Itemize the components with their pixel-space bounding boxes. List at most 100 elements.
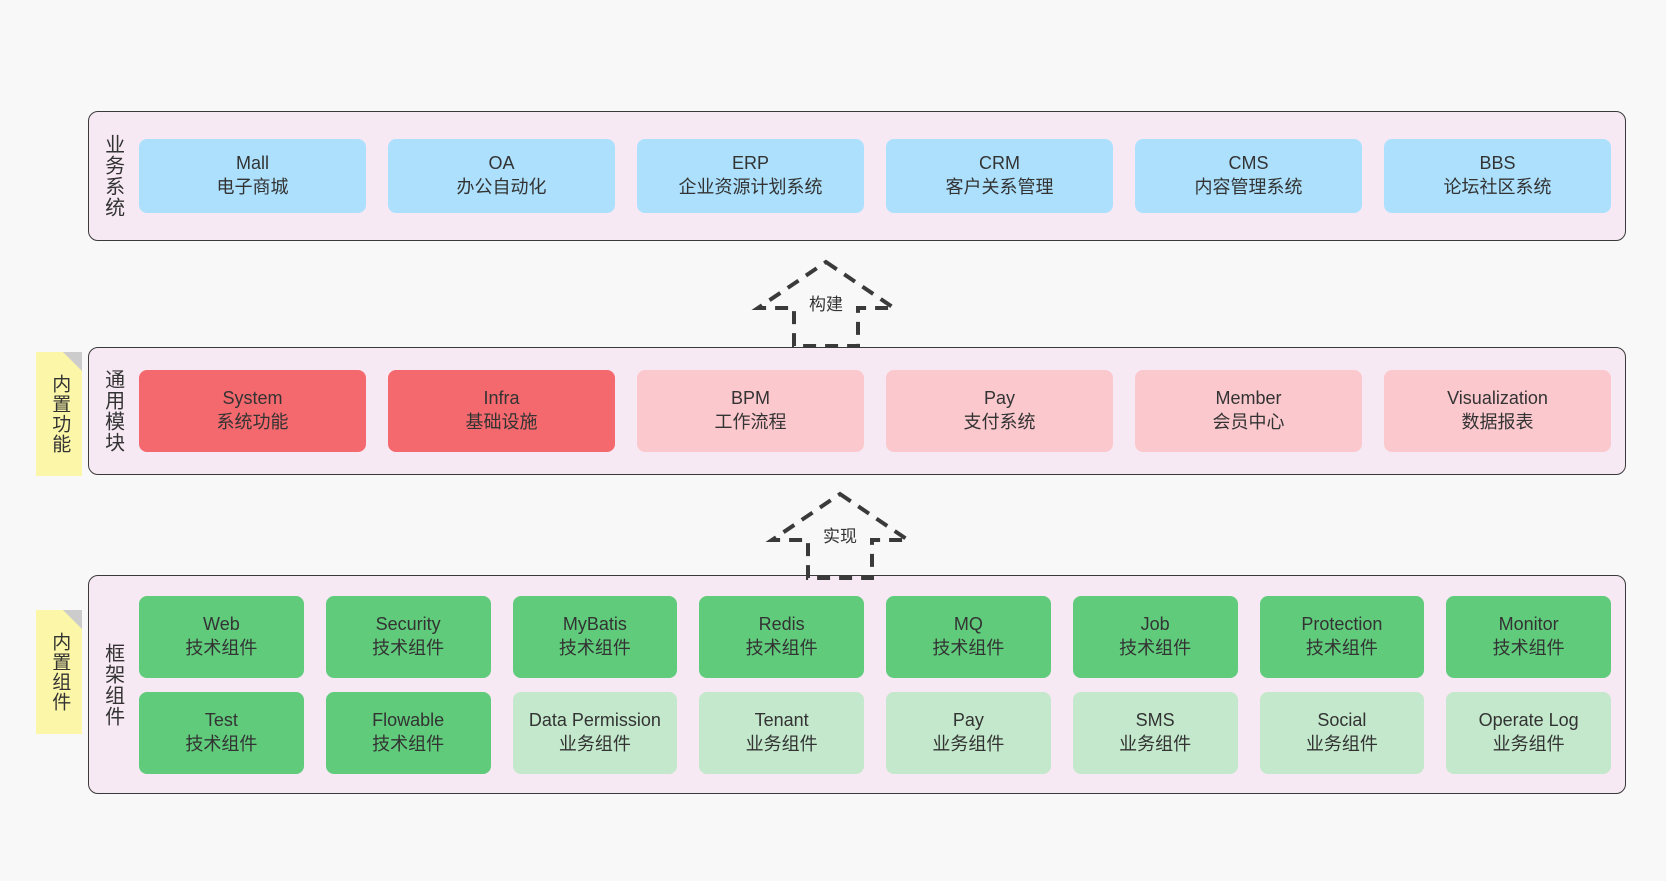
card-subtitle: 业务组件 (745, 733, 818, 754)
layer-title-business-systems: 业务系统 (101, 134, 124, 218)
card-oa[interactable]: OA 办公自动化 (388, 139, 615, 213)
card-title: Mall (235, 153, 269, 174)
card-member[interactable]: Member 会员中心 (1135, 370, 1362, 452)
card-subtitle: 技术组件 (558, 637, 631, 658)
layer-title-framework-components: 框架组件 (101, 642, 124, 727)
card-title: Social (1317, 709, 1367, 730)
card-title: CRM (979, 153, 1020, 174)
card-title: Member (1215, 388, 1282, 409)
framework-tech-row: Web 技术组件 Security 技术组件 MyBatis 技术组件 Redi… (139, 595, 1611, 678)
card-title: Tenant (754, 709, 809, 730)
card-title: System (222, 388, 283, 409)
card-job[interactable]: Job 技术组件 (1072, 595, 1238, 678)
card-security[interactable]: Security 技术组件 (325, 595, 491, 678)
card-subtitle: 技术组件 (185, 637, 258, 658)
card-protection[interactable]: Protection 技术组件 (1259, 595, 1425, 678)
card-operate-log[interactable]: Operate Log 业务组件 (1446, 691, 1611, 774)
card-web[interactable]: Web 技术组件 (139, 595, 304, 678)
arrow-build-label: 构建 (807, 290, 845, 315)
card-bbs[interactable]: BBS 论坛社区系统 (1384, 139, 1611, 213)
layer-business-systems: 业务系统 Mall 电子商城 OA 办公自动化 ERP 企业资源计划系统 CRM (88, 111, 1626, 241)
card-visualization[interactable]: Visualization 数据报表 (1384, 370, 1611, 452)
card-subtitle: 业务组件 (932, 733, 1005, 754)
card-tenant[interactable]: Tenant 业务组件 (699, 691, 864, 774)
card-title: OA (488, 153, 515, 174)
card-title: Monitor (1498, 613, 1559, 634)
card-title: MyBatis (562, 613, 627, 634)
card-title: Redis (758, 613, 805, 634)
card-subtitle: 支付系统 (963, 412, 1036, 432)
card-title: Pay (983, 388, 1016, 409)
card-title: Test (204, 709, 238, 730)
card-title: Protection (1301, 613, 1383, 634)
card-mybatis[interactable]: MyBatis 技术组件 (512, 595, 678, 678)
note-label: 内置组件 (49, 632, 71, 712)
card-redis[interactable]: Redis 技术组件 (699, 595, 864, 678)
card-subtitle: 技术组件 (1492, 637, 1565, 658)
card-pay-module[interactable]: Pay 支付系统 (886, 370, 1113, 452)
card-pay-component[interactable]: Pay 业务组件 (886, 691, 1051, 774)
framework-biz-row: Test 技术组件 Flowable 技术组件 Data Permission … (139, 691, 1611, 774)
card-title: ERP (731, 153, 769, 174)
card-subtitle: 技术组件 (745, 637, 818, 658)
card-subtitle: 办公自动化 (456, 177, 547, 197)
card-subtitle: 技术组件 (1305, 637, 1378, 658)
card-title: BBS (1479, 153, 1516, 174)
arrow-build: 构建 (746, 258, 906, 350)
business-systems-row: Mall 电子商城 OA 办公自动化 ERP 企业资源计划系统 CRM 客户关系… (139, 139, 1611, 213)
card-bpm[interactable]: BPM 工作流程 (637, 370, 864, 452)
card-data-permission[interactable]: Data Permission 业务组件 (512, 691, 678, 774)
arrow-implement: 实现 (760, 490, 920, 582)
card-subtitle: 业务组件 (1305, 733, 1378, 754)
card-subtitle: 电子商城 (216, 177, 289, 197)
card-sms[interactable]: SMS 业务组件 (1072, 691, 1238, 774)
card-flowable[interactable]: Flowable 技术组件 (325, 691, 491, 774)
layer-body-common-modules: System 系统功能 Infra 基础设施 BPM 工作流程 Pay 支付系统… (135, 348, 1625, 474)
card-title: Data Permission (528, 709, 661, 730)
card-subtitle: 企业资源计划系统 (678, 177, 823, 197)
note-builtin-features: 内置功能 (36, 352, 82, 476)
card-subtitle: 技术组件 (185, 733, 258, 754)
card-subtitle: 业务组件 (1492, 733, 1565, 754)
common-modules-row: System 系统功能 Infra 基础设施 BPM 工作流程 Pay 支付系统… (139, 370, 1611, 452)
card-subtitle: 数据报表 (1461, 412, 1534, 432)
card-title: CMS (1228, 153, 1269, 174)
card-cms[interactable]: CMS 内容管理系统 (1135, 139, 1362, 213)
card-system[interactable]: System 系统功能 (139, 370, 366, 452)
card-title: Infra (483, 388, 520, 409)
card-subtitle: 基础设施 (465, 412, 538, 432)
card-subtitle: 论坛社区系统 (1443, 177, 1552, 197)
card-subtitle: 业务组件 (1119, 733, 1192, 754)
card-subtitle: 会员中心 (1212, 412, 1285, 432)
card-subtitle: 技术组件 (372, 637, 445, 658)
layer-body-framework-components: Web 技术组件 Security 技术组件 MyBatis 技术组件 Redi… (135, 576, 1625, 793)
card-title: MQ (953, 613, 983, 634)
arrow-implement-label: 实现 (821, 522, 859, 547)
note-label: 内置功能 (49, 374, 71, 454)
card-social[interactable]: Social 业务组件 (1259, 691, 1425, 774)
card-subtitle: 客户关系管理 (945, 177, 1054, 197)
arrow-implement-glyph (765, 491, 915, 580)
card-crm[interactable]: CRM 客户关系管理 (886, 139, 1113, 213)
card-subtitle: 技术组件 (372, 733, 445, 754)
card-erp[interactable]: ERP 企业资源计划系统 (637, 139, 864, 213)
card-title: SMS (1135, 709, 1175, 730)
card-title: Operate Log (1478, 709, 1579, 730)
card-subtitle: 技术组件 (932, 637, 1005, 658)
card-title: Job (1140, 613, 1170, 634)
card-infra[interactable]: Infra 基础设施 (388, 370, 615, 452)
layer-framework-components: 框架组件 Web 技术组件 Security 技术组件 MyBatis 技术组件… (88, 575, 1626, 794)
card-subtitle: 工作流程 (714, 412, 787, 432)
card-monitor[interactable]: Monitor 技术组件 (1446, 595, 1611, 678)
arrow-build-glyph (751, 259, 901, 348)
card-subtitle: 系统功能 (216, 412, 289, 432)
layer-common-modules: 通用模块 System 系统功能 Infra 基础设施 BPM 工作流程 Pay (88, 347, 1626, 475)
card-title: Security (375, 613, 441, 634)
card-mq[interactable]: MQ 技术组件 (886, 595, 1051, 678)
card-mall[interactable]: Mall 电子商城 (139, 139, 366, 213)
card-title: Flowable (372, 709, 445, 730)
card-title: BPM (730, 388, 770, 409)
layer-body-business-systems: Mall 电子商城 OA 办公自动化 ERP 企业资源计划系统 CRM 客户关系… (135, 112, 1625, 240)
card-test[interactable]: Test 技术组件 (139, 691, 304, 774)
